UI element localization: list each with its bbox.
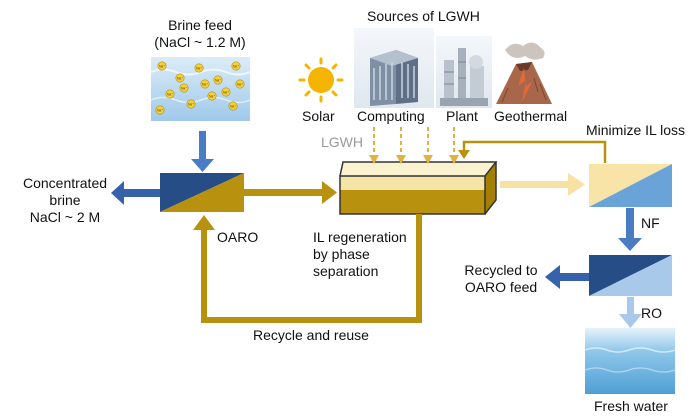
sodium-ion-label: Na⁺	[202, 83, 208, 87]
nf-to-ro-arrow	[618, 208, 642, 251]
sodium-ion	[228, 101, 238, 111]
recycled-line2: OARO feed	[464, 279, 538, 295]
sodium-ion	[200, 79, 210, 89]
oaro-label: OARO	[217, 229, 259, 245]
recycled-to-oaro-arrow	[545, 265, 589, 289]
ro-to-fresh-water-arrow	[619, 297, 642, 328]
sodium-ion-label: Na⁺	[181, 87, 187, 91]
solar-label: Solar	[302, 108, 335, 124]
computing-icon	[354, 28, 434, 108]
nf-label: NF	[641, 215, 660, 231]
plant-icon	[436, 36, 492, 108]
lgwh-heat-arrows	[369, 127, 459, 164]
regeneration-tank	[339, 161, 498, 215]
recycled-line1: Recycled to	[464, 262, 538, 278]
sodium-ion	[235, 79, 245, 89]
concentrated-line2: brine	[49, 192, 81, 208]
concentrated-brine-arrow	[111, 181, 160, 205]
regeneration-line2: by phase	[313, 246, 370, 262]
sodium-ion-label: Na⁺	[196, 67, 202, 71]
fresh-water-label: Fresh water	[594, 398, 668, 414]
ro-module	[589, 255, 672, 296]
regeneration-line1: IL regeneration	[313, 229, 407, 245]
nf-module	[589, 164, 672, 207]
regeneration-label: IL regeneration by phase separation	[313, 229, 407, 280]
sodium-ion-label: Na⁺	[209, 95, 215, 99]
minimize-il-loss-label: Minimize IL loss	[586, 122, 686, 138]
lgwh-label: LGWH	[321, 134, 363, 150]
concentrated-line3: NaCl ~ 2 M	[29, 209, 101, 225]
sodium-ion-label: Na⁺	[157, 109, 163, 113]
brine-to-oaro-arrow	[191, 131, 214, 172]
sodium-ion	[179, 83, 189, 93]
sources-title: Sources of LGWH	[367, 8, 480, 24]
sodium-ion-label: Na⁺	[223, 91, 229, 95]
sodium-ion-label: Na⁺	[159, 65, 165, 69]
recycled-label: Recycled to OARO feed	[456, 262, 546, 296]
sodium-ion	[186, 99, 196, 109]
sodium-ion-label: Na⁺	[177, 77, 183, 81]
sodium-ion-group: Na⁺ Na⁺ Na⁺ Na⁺ Na⁺ Na⁺ Na⁺ Na⁺ Na⁺ Na⁺ Na⁺ Na⁺ Na⁺ N…	[155, 61, 245, 115]
oaro-to-regeneration-arrow	[244, 181, 337, 204]
sodium-ion	[157, 61, 167, 71]
ro-label: RO	[641, 305, 662, 321]
sodium-ion-label: Na⁺	[167, 93, 173, 97]
sodium-ion-label: Na⁺	[233, 65, 239, 69]
fresh-water-image	[584, 328, 676, 394]
brine-feed-concentration: (NaCl ~ 1.2 M)	[154, 34, 246, 50]
minimize-il-loss-arrow	[458, 140, 607, 163]
geothermal-label: Geothermal	[494, 108, 568, 124]
sodium-ion	[175, 73, 185, 83]
sodium-ion	[231, 61, 241, 71]
sodium-ion	[213, 75, 223, 85]
sodium-ion	[155, 105, 165, 115]
volcano-icon	[496, 42, 552, 104]
concentrated-line1: Concentrated	[22, 175, 108, 191]
sodium-ion-label: Na⁺	[188, 103, 194, 107]
recycle-reuse-label: Recycle and reuse	[253, 327, 369, 343]
recycle-loop-arrow	[193, 214, 422, 323]
sodium-ion	[207, 91, 217, 101]
brine-feed-label: Brine feed (NaCl ~ 1.2 M)	[140, 17, 260, 51]
sodium-ion	[221, 87, 231, 97]
tank-to-nf-arrow	[500, 173, 585, 196]
brine-feed-title: Brine feed	[168, 17, 232, 33]
sodium-ion	[194, 63, 204, 73]
sodium-ion-label: Na⁺	[237, 83, 243, 87]
oaro-module	[160, 173, 244, 212]
sodium-ion	[165, 89, 175, 99]
concentrated-brine-label: Concentrated brine NaCl ~ 2 M	[12, 175, 118, 226]
sodium-ion-label: Na⁺	[230, 105, 236, 109]
sodium-ion-label: Na⁺	[215, 79, 221, 83]
sun-icon	[298, 57, 344, 103]
plant-label: Plant	[446, 108, 478, 124]
regeneration-line3: separation	[313, 263, 379, 279]
computing-label: Computing	[357, 108, 425, 124]
